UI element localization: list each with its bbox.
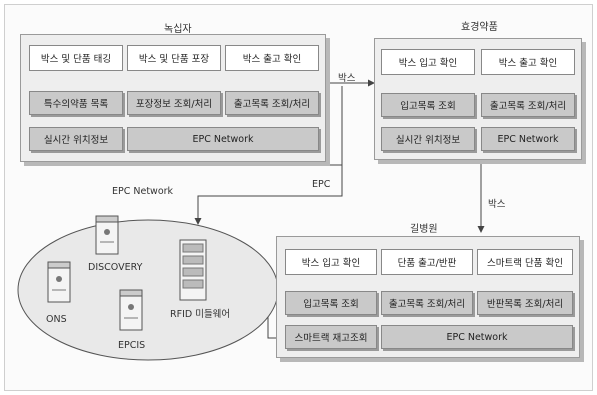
wholesaler-epc-network: EPC Network [127, 127, 319, 151]
pharmacy-box-shipping-confirm: 박스 출고 확인 [481, 49, 575, 75]
ons-server-icon [47, 261, 71, 303]
wholesaler-title: 녹십자 [164, 24, 192, 35]
rfid-middleware-label: RFID 미들웨어 [170, 309, 231, 320]
discovery-label: DISCOVERY [88, 262, 143, 273]
discovery-server-icon [95, 215, 119, 255]
pharmacy-receiving-list-query: 입고목록 조회 [381, 93, 475, 117]
pharmacy-group: 박스 입고 확인 박스 출고 확인 입고목록 조회 출고목록 조회/처리 실시간… [374, 38, 582, 160]
wholesaler-box-shipping-confirm: 박스 출고 확인 [225, 45, 319, 71]
arrow-label-epc: EPC [312, 179, 331, 190]
hospital-group: 박스 입고 확인 단품 출고/반판 스마트랙 단품 확인 입고목록 조회 출고목… [276, 236, 580, 358]
wholesaler-box-item-tagging: 박스 및 단품 태깅 [29, 45, 123, 71]
wholesaler-packing-info-query: 포장정보 조회/처리 [127, 91, 221, 115]
wholesaler-box-item-packing: 박스 및 단품 포장 [127, 45, 221, 71]
hospital-shipping-list-query: 출고목록 조회/처리 [381, 291, 473, 315]
wholesaler-realtime-location: 실시간 위치정보 [29, 127, 123, 151]
epc-network-title: EPC Network [112, 186, 174, 197]
hospital-receiving-list-query: 입고목록 조회 [285, 291, 377, 315]
wholesaler-shipping-list-query: 출고목록 조회/처리 [225, 91, 319, 115]
pharmacy-shipping-list-query: 출고목록 조회/처리 [481, 93, 575, 117]
hospital-smart-rack-inventory: 스마트랙 재고조회 [285, 325, 377, 349]
pharmacy-realtime-location: 실시간 위치정보 [381, 127, 475, 151]
epcis-label: EPCIS [118, 340, 146, 351]
hospital-item-shipping-return: 단품 출고/반판 [381, 249, 473, 275]
wholesaler-group: 박스 및 단품 태깅 박스 및 단품 포장 박스 출고 확인 특수의약품 목록 … [20, 34, 326, 162]
hospital-smart-rack-item-confirm: 스마트랙 단품 확인 [477, 249, 573, 275]
hospital-epc-network: EPC Network [381, 325, 573, 349]
arrow-label-box-down: 박스 [488, 199, 506, 210]
arrow-label-box-top: 박스 [338, 73, 356, 84]
rfid-middleware-icon [179, 239, 207, 301]
epc-link-line [194, 164, 343, 225]
pharmacy-title: 효경약품 [461, 22, 498, 33]
hospital-title: 길병원 [410, 224, 438, 235]
ons-label: ONS [46, 314, 67, 325]
hospital-return-list-query: 반판목록 조회/처리 [477, 291, 573, 315]
wholesaler-special-drug-list: 특수의약품 목록 [29, 91, 123, 115]
epcis-server-icon [119, 289, 143, 331]
pharmacy-box-receiving-confirm: 박스 입고 확인 [381, 49, 475, 75]
pharmacy-epc-network: EPC Network [481, 127, 575, 151]
hospital-box-receiving-confirm: 박스 입고 확인 [285, 249, 377, 275]
